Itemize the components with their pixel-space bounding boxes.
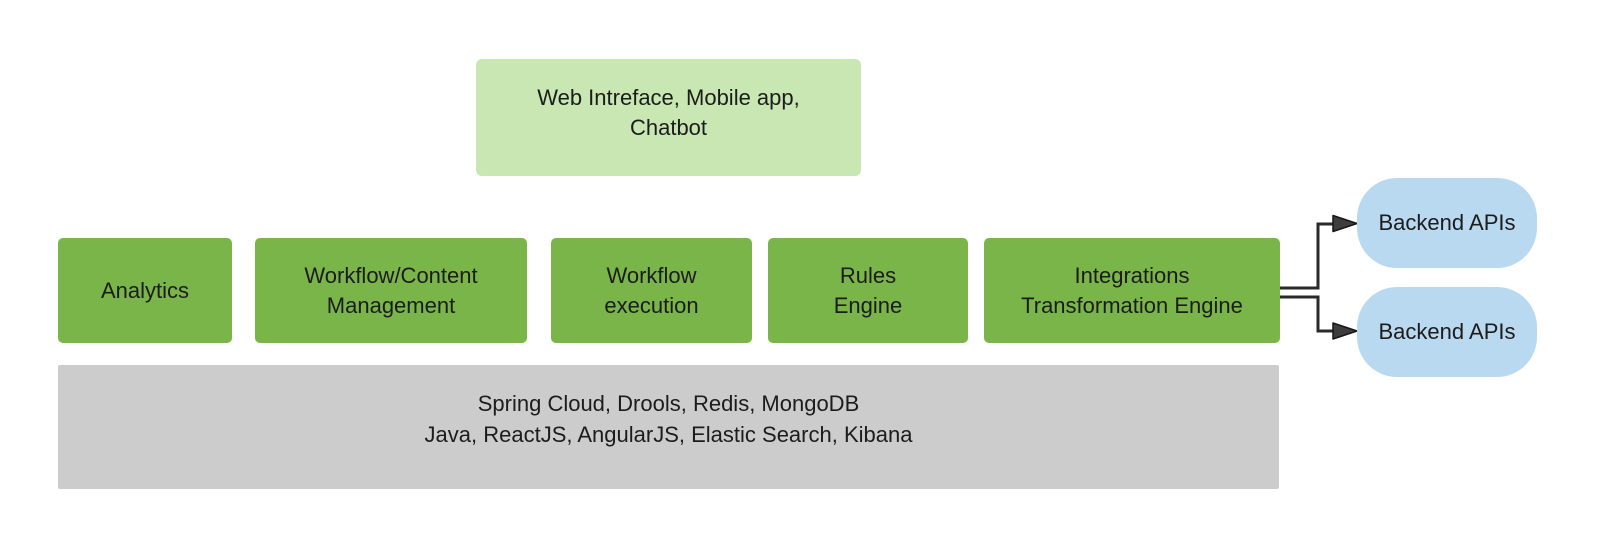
service-node-rules-engine: Rules Engine — [768, 238, 968, 343]
connector-to-backend-top — [1280, 214, 1358, 290]
tech-stack-line-1: Spring Cloud, Drools, Redis, MongoDB — [477, 391, 860, 416]
service-node-integrations-transformation-engine: Integrations Transformation Engine — [984, 238, 1280, 343]
frontend-node-label: Web Intreface, Mobile app, Chatbot — [537, 84, 800, 140]
service-node-workflow-content-management: Workflow/Content Management — [255, 238, 527, 343]
service-node-label: Integrations Transformation Engine — [1021, 262, 1243, 318]
tech-stack-line-2: Java, ReactJS, AngularJS, Elastic Search… — [424, 422, 913, 447]
backend-apis-label: Backend APIs — [1378, 319, 1516, 344]
arrowhead-bottom-icon — [1332, 322, 1358, 340]
backend-apis-node-top: Backend APIs — [1357, 178, 1537, 268]
tech-stack-node: Spring Cloud, Drools, Redis, MongoDB Jav… — [58, 365, 1279, 489]
service-node-analytics: Analytics — [58, 238, 232, 343]
backend-apis-node-bottom: Backend APIs — [1357, 287, 1537, 377]
arrowhead-top-icon — [1332, 214, 1358, 233]
service-node-label: Workflow execution — [604, 262, 699, 318]
service-node-label: Workflow/Content Management — [304, 262, 478, 318]
frontend-node: Web Intreface, Mobile app, Chatbot — [476, 59, 861, 176]
service-node-label: Analytics — [100, 277, 190, 303]
service-node-label: Rules Engine — [833, 262, 903, 318]
service-node-workflow-execution: Workflow execution — [551, 238, 752, 343]
backend-apis-label: Backend APIs — [1378, 210, 1516, 235]
connector-to-backend-bottom — [1280, 295, 1358, 340]
